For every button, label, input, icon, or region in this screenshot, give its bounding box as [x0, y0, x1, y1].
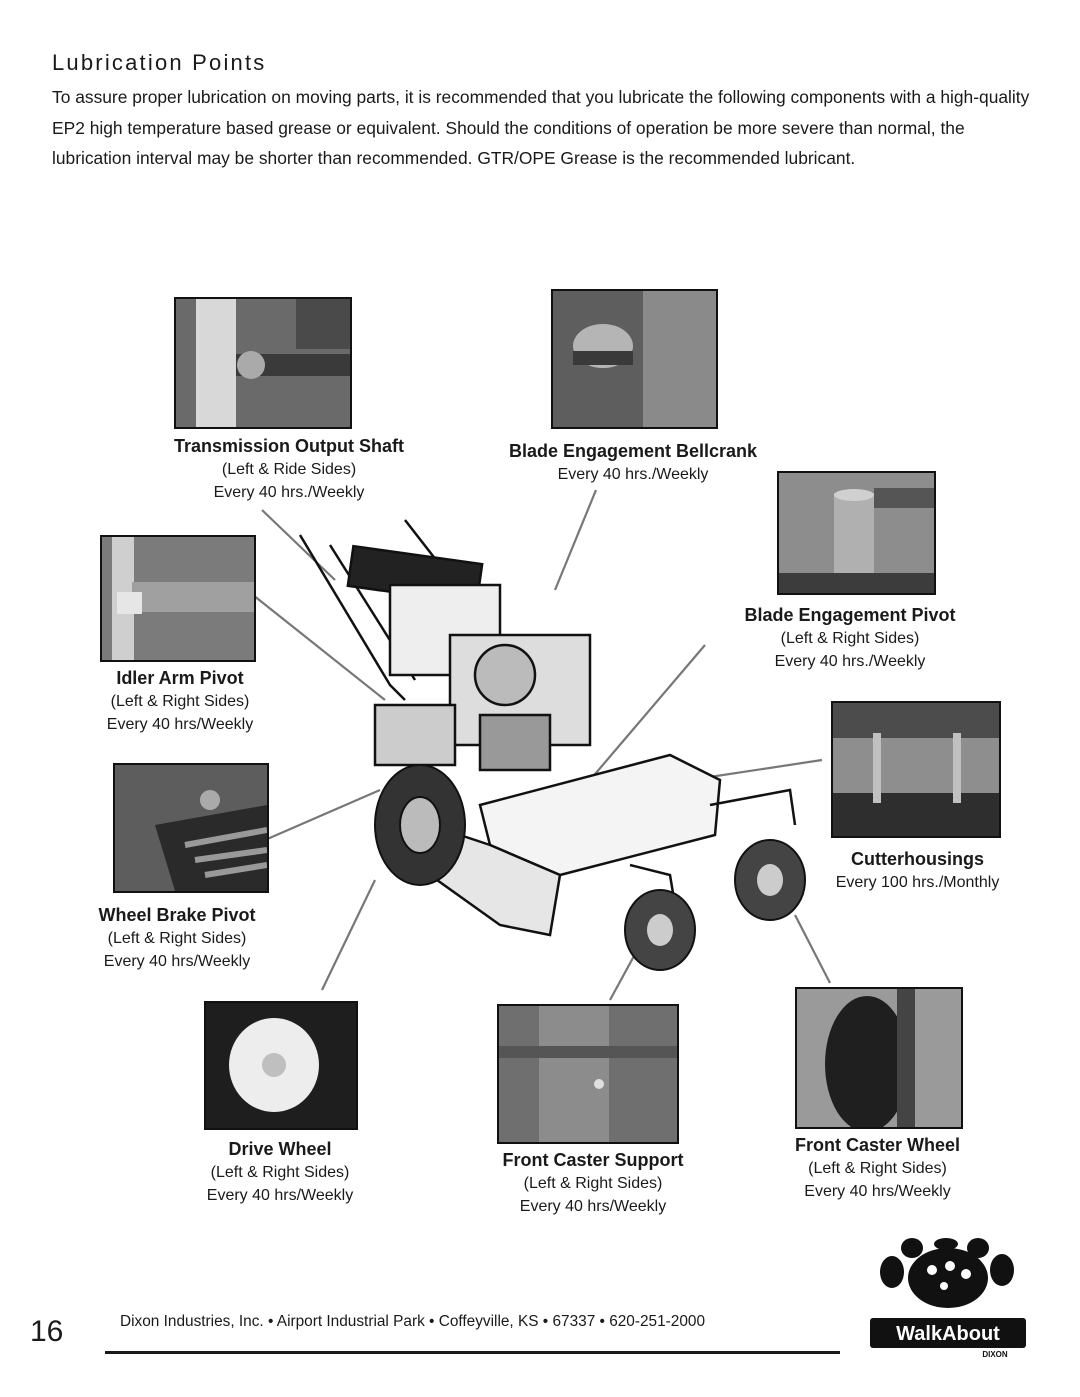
point-name: Idler Arm Pivot — [116, 668, 244, 688]
point-sides: (Left & Right Sides) — [780, 630, 920, 647]
point-name: Blade Engagement Pivot — [744, 605, 956, 625]
leader-blade-engagement-bellcrank — [553, 489, 598, 591]
point-interval: Every 40 hrs/Weekly — [206, 1187, 354, 1204]
footer-rule — [105, 1351, 840, 1354]
point-name: Wheel Brake Pivot — [98, 905, 256, 925]
point-interval: Every 100 hrs./Monthly — [835, 874, 1000, 891]
point-sides: (Left & Right Sides) — [110, 693, 250, 710]
photo-drive-wheel — [204, 1001, 358, 1130]
point-sides: (Left & Right Sides) — [107, 930, 247, 947]
point-interval: Every 40 hrs/Weekly — [103, 953, 251, 970]
point-interval: Every 40 hrs./Weekly — [213, 484, 365, 501]
point-interval: Every 40 hrs/Weekly — [519, 1198, 667, 1215]
label-front-caster-wheel: Front Caster Wheel (Left & Right Sides) … — [760, 1133, 995, 1203]
leader-blade-engagement-pivot — [589, 644, 706, 781]
label-drive-wheel: Drive Wheel (Left & Right Sides) Every 4… — [160, 1137, 400, 1207]
point-interval: Every 40 hrs/Weekly — [106, 716, 254, 733]
photo-wheel-brake-pivot — [113, 763, 269, 893]
point-interval: Every 40 hrs/Weekly — [804, 1183, 951, 1200]
label-wheel-brake-pivot: Wheel Brake Pivot (Left & Right Sides) E… — [62, 903, 292, 973]
logo-brand: WalkAbout — [896, 1323, 1000, 1345]
paw-print-icon — [880, 1238, 1014, 1308]
point-interval: Every 40 hrs./Weekly — [557, 466, 709, 483]
point-sides: (Left & Right Sides) — [523, 1175, 663, 1192]
intro-paragraph: To assure proper lubrication on moving p… — [52, 87, 1030, 168]
leader-transmission-output-shaft — [261, 509, 336, 581]
logo-maker: DIXON — [982, 1350, 1008, 1359]
photo-blade-engagement-pivot — [777, 471, 936, 595]
point-name: Transmission Output Shaft — [173, 436, 405, 456]
point-sides: (Left & Ride Sides) — [221, 461, 357, 478]
page-number: 16 — [30, 1315, 64, 1348]
label-blade-engagement-pivot: Blade Engagement Pivot (Left & Right Sid… — [700, 603, 1000, 673]
leader-wheel-brake-pivot — [264, 788, 381, 842]
label-front-caster-support: Front Caster Support (Left & Right Sides… — [463, 1148, 723, 1218]
point-interval: Every 40 hrs./Weekly — [774, 653, 926, 670]
point-name: Blade Engagement Bellcrank — [508, 441, 758, 461]
leader-drive-wheel — [321, 879, 376, 991]
photo-cutterhousings — [831, 701, 1001, 838]
photo-front-caster-wheel — [795, 987, 963, 1129]
point-sides: (Left & Right Sides) — [210, 1164, 350, 1181]
photo-idler-arm-pivot — [100, 535, 256, 662]
label-idler-arm-pivot: Idler Arm Pivot (Left & Right Sides) Eve… — [60, 666, 300, 736]
leader-front-caster-wheel — [794, 914, 831, 984]
footer-address: Dixon Industries, Inc. • Airport Industr… — [120, 1313, 706, 1330]
mower-illustration — [298, 519, 806, 971]
point-name: Cutterhousings — [851, 849, 984, 869]
photo-blade-engagement-bellcrank — [551, 289, 718, 429]
label-blade-engagement-bellcrank: Blade Engagement Bellcrank Every 40 hrs.… — [473, 439, 793, 486]
photo-transmission-output-shaft — [174, 297, 352, 429]
photo-front-caster-support — [497, 1004, 679, 1144]
label-transmission-output-shaft: Transmission Output Shaft (Left & Ride S… — [130, 434, 448, 504]
point-name: Front Caster Wheel — [794, 1135, 961, 1155]
label-cutterhousings: Cutterhousings Every 100 hrs./Monthly — [790, 847, 1045, 894]
walkabout-logo: WalkAbout DIXON — [870, 1238, 1026, 1359]
leader-idler-arm-pivot — [252, 594, 386, 701]
page-title: Lubrication Points — [52, 50, 267, 75]
point-sides: (Left & Right Sides) — [808, 1160, 947, 1177]
point-name: Front Caster Support — [502, 1150, 684, 1170]
point-name: Drive Wheel — [228, 1139, 332, 1159]
